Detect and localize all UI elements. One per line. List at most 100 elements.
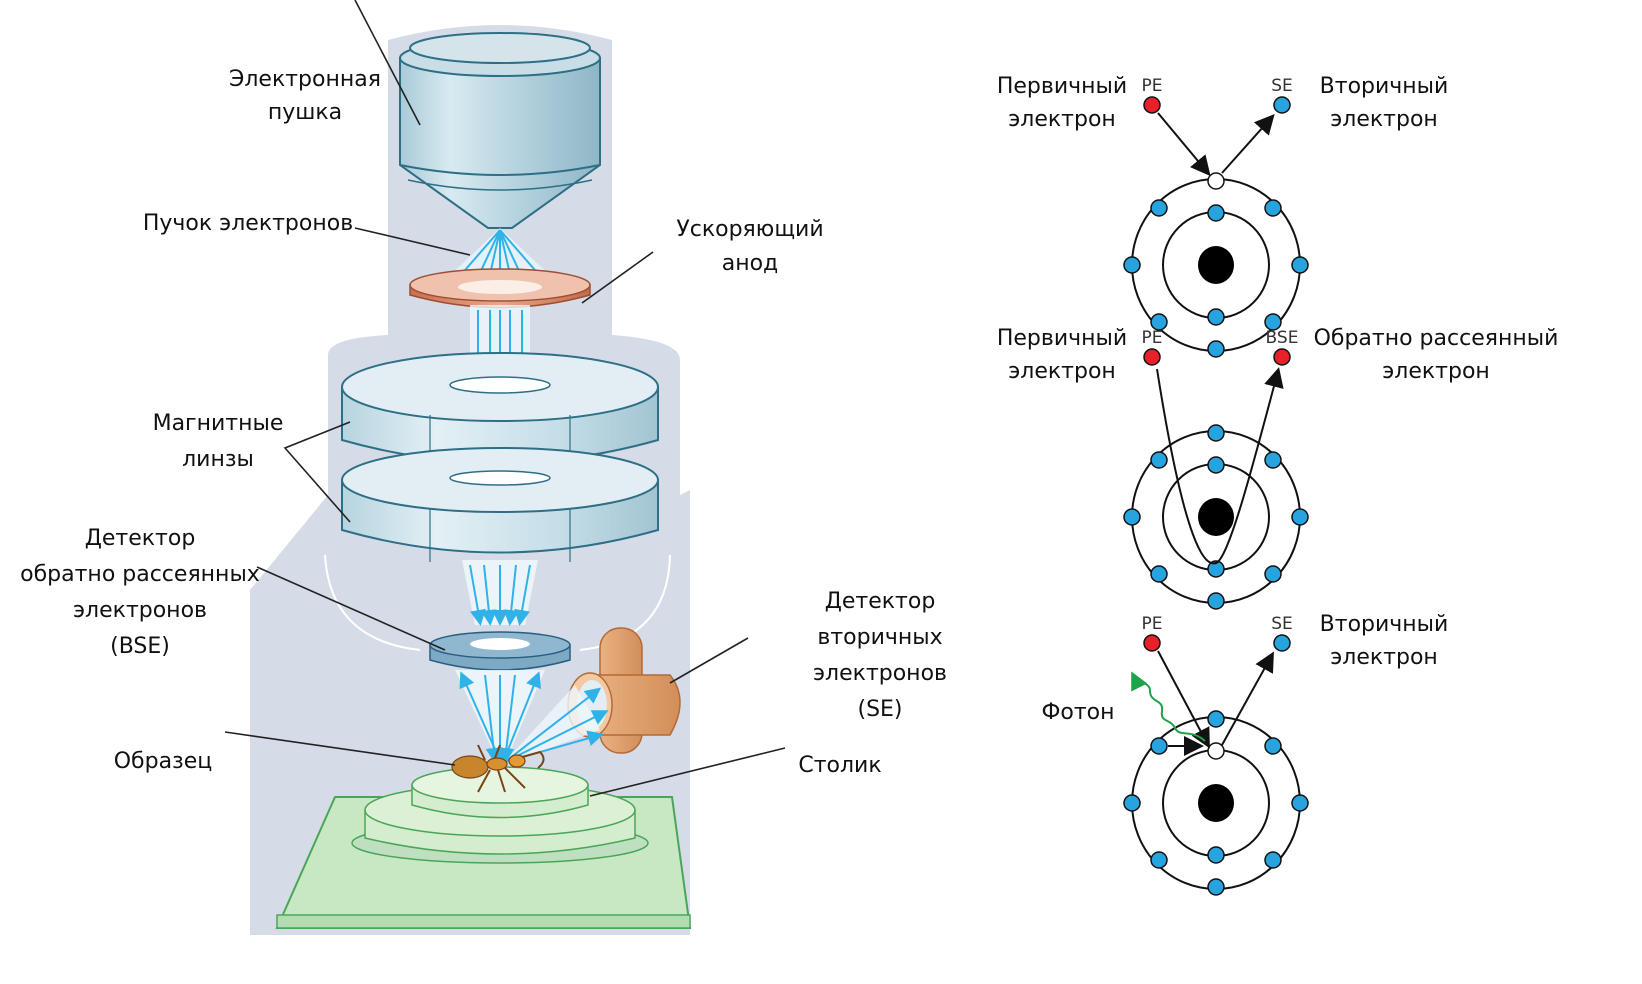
- leader-anode: [581, 251, 654, 304]
- leader-se: [669, 637, 749, 684]
- label-se-1: Детектор: [825, 589, 936, 614]
- orbital-electron: [1123, 256, 1141, 274]
- orbital-electron: [1150, 565, 1168, 583]
- backscattered-electron-icon: [1273, 348, 1291, 366]
- label-anode-1: Ускоряющий: [676, 217, 823, 242]
- incoming-arrow: [1157, 650, 1210, 749]
- label-lenses-2: линзы: [182, 447, 254, 472]
- nucleus-icon: [1198, 246, 1234, 284]
- label-electron-gun-1: Электронная: [229, 67, 381, 92]
- orbital-electron: [1207, 456, 1225, 474]
- orbital-electron: [1207, 846, 1225, 864]
- nucleus-icon: [1198, 784, 1234, 822]
- orbital-electron: [1207, 340, 1225, 358]
- bse-detector: [429, 631, 571, 671]
- accelerating-anode: [409, 268, 591, 309]
- orbital-electron: [1150, 451, 1168, 469]
- label-photon: Фотон: [1041, 700, 1114, 725]
- beam-to-sample: [455, 670, 545, 770]
- orbital-electron: [1264, 737, 1282, 755]
- outgoing-arrow: [1221, 651, 1274, 746]
- vacancy-electron: [1207, 742, 1225, 760]
- se-detector: [502, 627, 681, 765]
- orbital-electron: [1264, 451, 1282, 469]
- orbital-electron: [1150, 313, 1168, 331]
- leader-stage: [589, 747, 786, 797]
- sample-ant: [451, 744, 545, 793]
- magnetic-lens-lower: [341, 447, 659, 562]
- orbital-electron: [1207, 878, 1225, 896]
- orbital-electron: [1150, 737, 1168, 755]
- label-lenses-1: Магнитные: [153, 411, 284, 436]
- orbital-electron: [1207, 710, 1225, 728]
- sem-column: Электронная пушка Пучок электронов Ускор…: [20, 0, 947, 935]
- label-bse-3: электронов: [73, 598, 207, 623]
- label-left: электрон: [1008, 107, 1116, 132]
- label-left: электрон: [1008, 359, 1116, 384]
- orbital-electron: [1264, 199, 1282, 217]
- label-anode-2: анод: [722, 251, 779, 276]
- orbital-electron: [1264, 313, 1282, 331]
- leader-sample: [224, 731, 456, 766]
- interaction-panel-2: PE BSE Первичный электрон Обратно рассеянный…: [997, 326, 1559, 610]
- label-se-2: вторичных: [817, 625, 942, 650]
- backscatter-path-arrow: [1156, 367, 1284, 565]
- incoming-arrow: [1157, 112, 1211, 177]
- leader-beam: [354, 227, 471, 256]
- stage: [275, 766, 692, 929]
- label-right: Обратно рассеянный: [1314, 326, 1559, 351]
- tag-out: BSE: [1266, 328, 1299, 348]
- tag-out: SE: [1271, 614, 1293, 634]
- orbital-electron: [1291, 256, 1309, 274]
- orbital-electron: [1207, 204, 1225, 222]
- label-sample: Образец: [114, 749, 213, 774]
- tag-in: PE: [1142, 614, 1163, 634]
- leader-gun: [354, 0, 421, 126]
- tag-in: PE: [1142, 76, 1163, 96]
- label-se-4: (SE): [857, 697, 902, 722]
- label-electron-beam: Пучок электронов: [143, 211, 353, 236]
- secondary-electron-icon: [1273, 96, 1291, 114]
- label-right: электрон: [1382, 359, 1490, 384]
- nucleus-icon: [1198, 498, 1234, 536]
- orbital-electron: [1291, 508, 1309, 526]
- orbital-electron: [1264, 851, 1282, 869]
- label-bse-1: Детектор: [85, 526, 196, 551]
- interaction-panel-1: PE SE Первичный электрон Вторичный электрон: [997, 74, 1449, 358]
- electron-beam-focused: [462, 560, 538, 626]
- primary-electron-icon: [1143, 96, 1161, 114]
- photon-wave-icon: [1131, 671, 1206, 742]
- orbital-electron: [1291, 794, 1309, 812]
- orbital-electron: [1264, 565, 1282, 583]
- tag-out: SE: [1271, 76, 1293, 96]
- primary-electron-icon: [1143, 348, 1161, 366]
- orbital-electron: [1207, 560, 1225, 578]
- label-right: Вторичный: [1320, 612, 1449, 637]
- orbital-electron: [1207, 424, 1225, 442]
- label-left: Первичный: [997, 326, 1127, 351]
- label-bse-4: (BSE): [110, 634, 170, 659]
- label-right: Вторичный: [1320, 74, 1449, 99]
- orbital-electron: [1207, 308, 1225, 326]
- secondary-electron-icon: [1273, 634, 1291, 652]
- tag-in: PE: [1142, 328, 1163, 348]
- label-right: электрон: [1330, 107, 1438, 132]
- electron-gun: [399, 32, 601, 229]
- magnetic-lens-upper: [341, 352, 659, 472]
- label-electron-gun-2: пушка: [268, 100, 342, 125]
- label-bse-2: обратно рассеянных: [20, 562, 260, 587]
- orbital-electron: [1150, 199, 1168, 217]
- vacancy-electron: [1207, 172, 1225, 190]
- leader-lenses: [283, 421, 351, 523]
- leader-bse: [256, 566, 446, 651]
- outgoing-arrow: [1221, 114, 1275, 174]
- label-left: Первичный: [997, 74, 1127, 99]
- primary-electron-icon: [1143, 634, 1161, 652]
- orbital-electron: [1207, 592, 1225, 610]
- orbital-electron: [1123, 794, 1141, 812]
- orbital-electron: [1123, 508, 1141, 526]
- orbital-electron: [1150, 851, 1168, 869]
